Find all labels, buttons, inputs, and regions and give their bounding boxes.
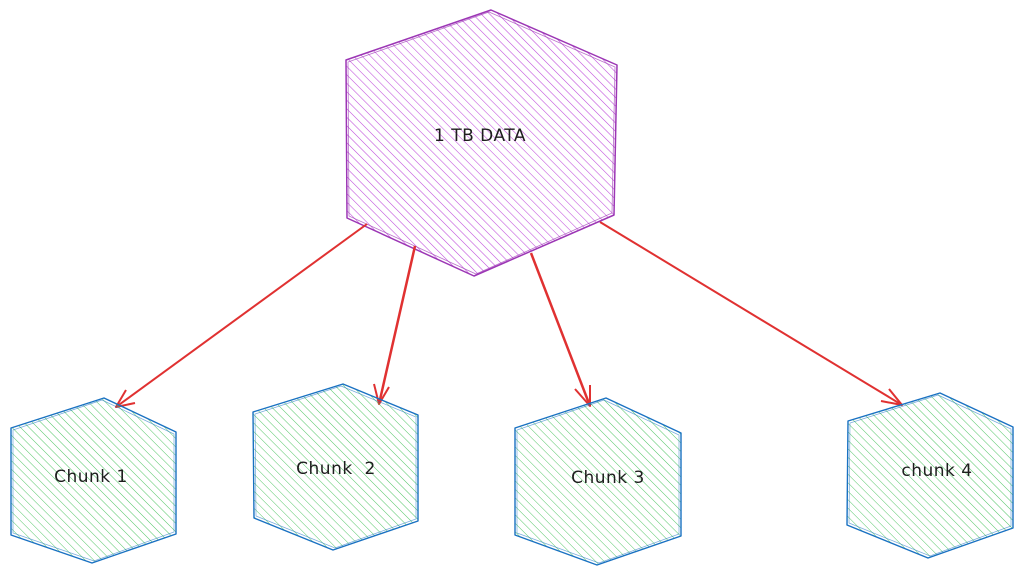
arrow-to-chunk-2 <box>373 245 417 405</box>
chunk-label-2: Chunk 2 <box>296 459 376 479</box>
chunk-hexagon-4-sketch <box>848 394 1012 557</box>
chunk-hexagon-3-sketch <box>516 399 680 564</box>
chunk-hexagon-3 <box>514 397 682 566</box>
chunk-hexagon-1 <box>10 397 177 564</box>
chunk-label-4: chunk 4 <box>901 461 972 481</box>
arrow-to-chunk-3 <box>529 252 592 407</box>
chunk-label-1: Chunk 1 <box>54 467 128 487</box>
arrow-to-chunk-4 <box>599 221 903 406</box>
root-hexagon <box>345 9 618 277</box>
chunk-node-2[interactable]: Chunk 2 <box>252 383 419 551</box>
chunk-node-4[interactable]: chunk 4 <box>846 392 1014 559</box>
chunk-hexagon-2 <box>252 383 419 551</box>
chunk-hexagon-4 <box>846 392 1014 559</box>
chunk-label-3: Chunk 3 <box>571 468 645 488</box>
chunk-node-3[interactable]: Chunk 3 <box>514 397 682 566</box>
chunk-node-1[interactable]: Chunk 1 <box>10 397 177 564</box>
root-hexagon-sketch <box>347 11 616 275</box>
chunk-hexagon-2-sketch <box>254 385 417 549</box>
chunk-hexagon-1-sketch <box>12 399 175 562</box>
arrow-to-chunk-1 <box>115 223 368 408</box>
root-node[interactable]: 1 TB DATA <box>345 9 618 277</box>
root-label: 1 TB DATA <box>434 126 526 146</box>
